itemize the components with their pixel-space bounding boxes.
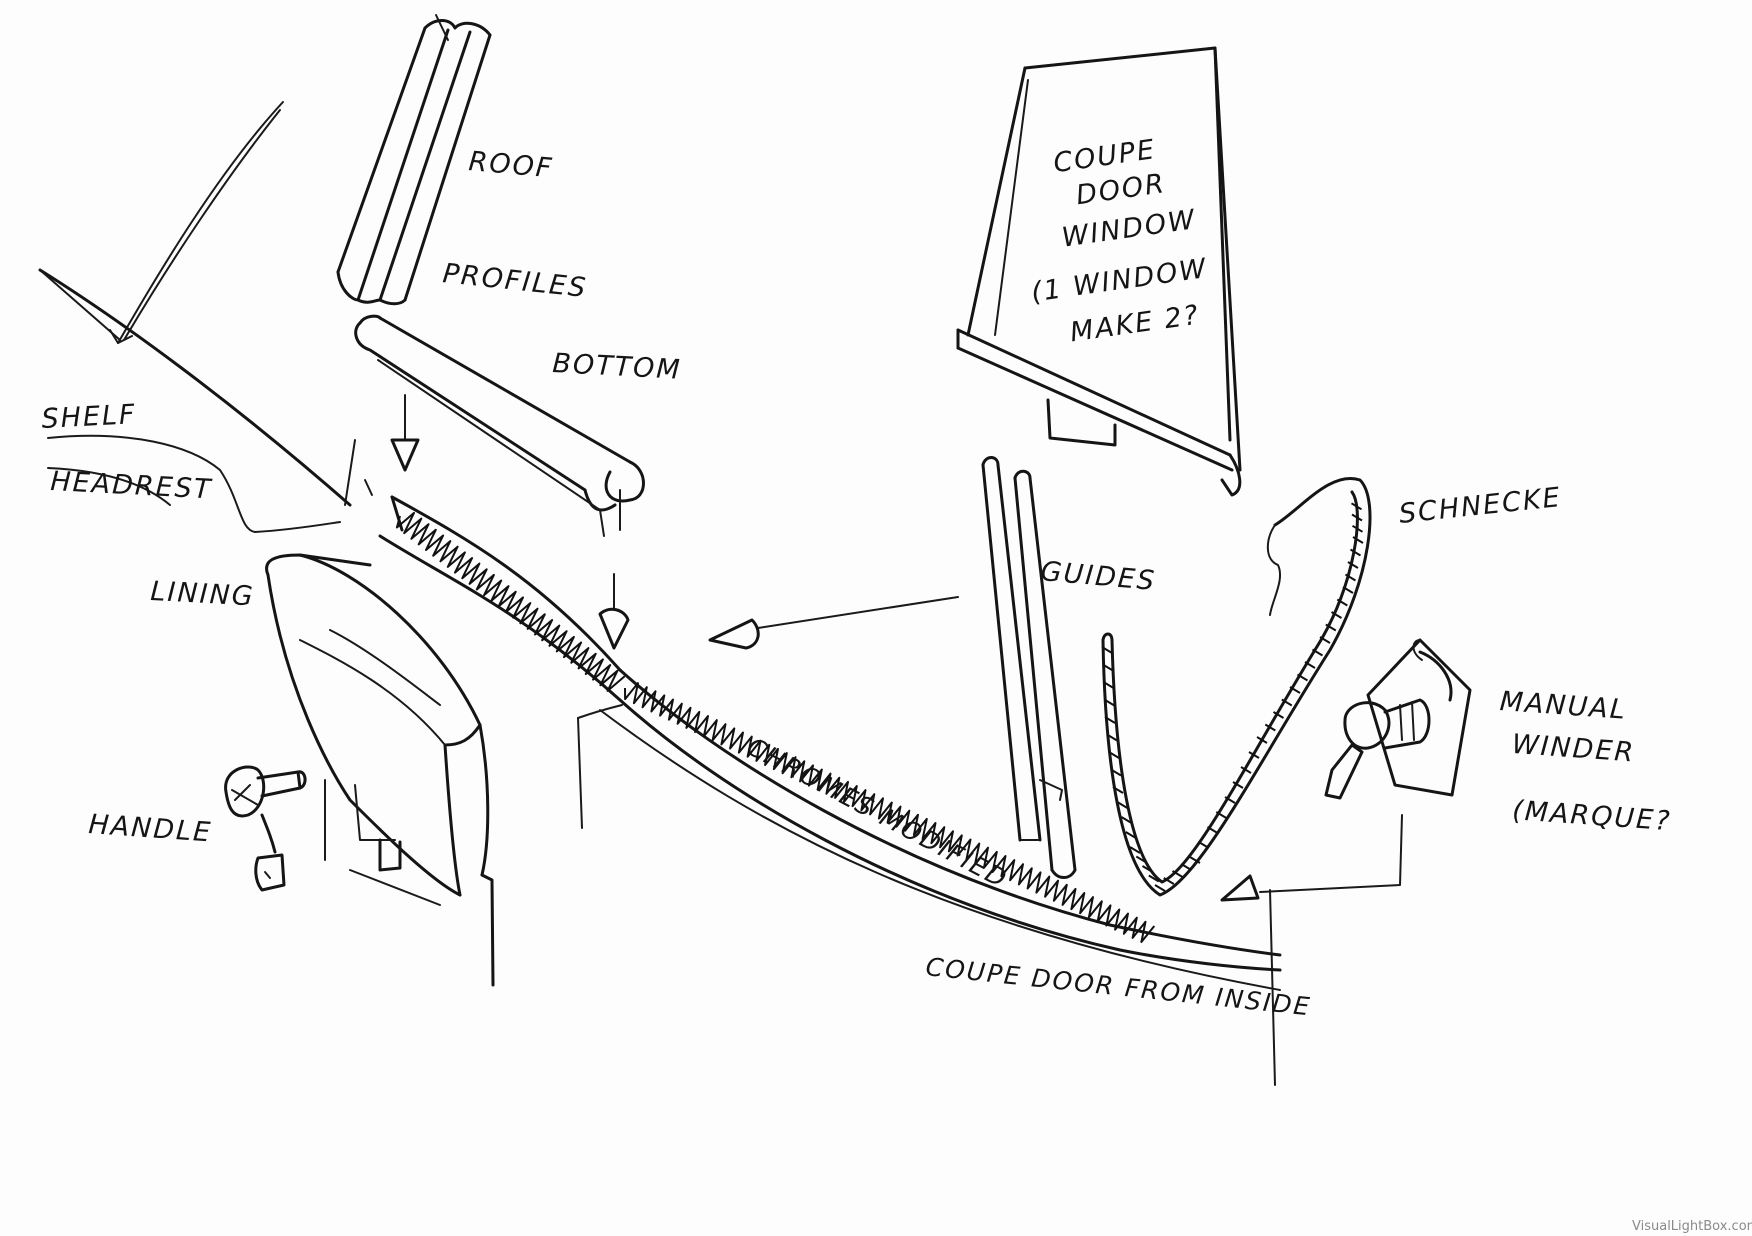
label-window: COUPE DOOR WINDOW (1 WINDOW MAKE 2? <box>1029 134 1209 349</box>
label-bottom: BOTTOM <box>552 348 683 386</box>
roof-profiles-sketch <box>336 14 492 306</box>
windscreen-sketch <box>38 101 352 507</box>
bottom-profile-sketch <box>354 314 645 537</box>
label-lining: LINING <box>150 576 256 612</box>
label-window-line3: WINDOW <box>1060 204 1199 254</box>
door-lining-sketch <box>265 553 495 987</box>
label-winder: MANUAL WINDER (MARQUE? <box>1499 686 1673 837</box>
window-guides-sketch <box>981 456 1077 879</box>
label-headrest: HEADREST <box>50 466 214 505</box>
clip-arrows-sketch <box>390 394 1403 1086</box>
label-winder-line1: MANUAL <box>1499 686 1628 726</box>
coupe-door-window-sketch <box>956 46 1242 497</box>
label-window-line5: MAKE 2? <box>1068 300 1202 349</box>
label-schnecke: SCHNECKE <box>1397 482 1563 530</box>
label-handle: HANDLE <box>88 809 214 849</box>
shelf-headrest-sketch <box>47 434 373 533</box>
chrome-strip-sketch <box>378 495 1282 991</box>
watermark: VisualLightBox.com <box>1632 1219 1752 1234</box>
window-handle-sketch <box>224 765 307 892</box>
manual-winder-sketch <box>1324 638 1472 800</box>
label-chromes-modified: CHROMES MODIFIED <box>742 732 1013 894</box>
label-shelf: SHELF <box>41 399 138 435</box>
label-winder-line2: WINDER <box>1511 729 1636 769</box>
label-window-line4: (1 WINDOW <box>1029 253 1209 308</box>
label-coupe-door-from-inside: COUPE DOOR FROM INSIDE <box>924 952 1312 1021</box>
label-profiles: PROFILES <box>441 258 588 304</box>
label-winder-line3: (MARQUE? <box>1511 795 1672 837</box>
schnecke-sketch <box>1101 476 1372 897</box>
label-guides: GUIDES <box>1039 556 1157 597</box>
label-roof: ROOF <box>467 146 554 184</box>
